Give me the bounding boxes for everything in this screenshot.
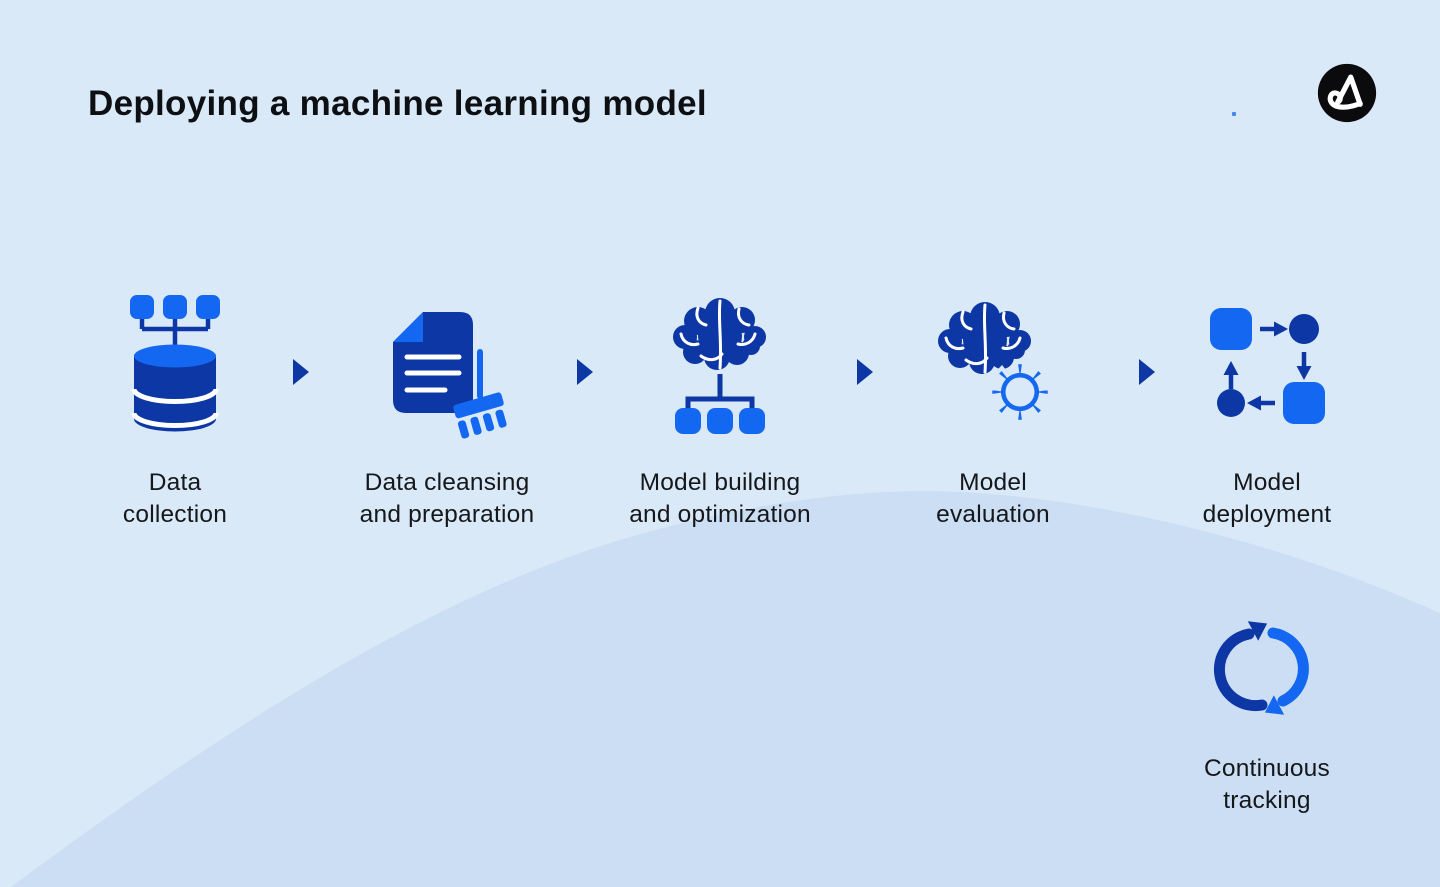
label-line: deployment <box>1202 501 1332 528</box>
label-line: and preparation <box>359 501 535 528</box>
database-icon <box>130 295 220 432</box>
flow-arrow-icon <box>293 359 309 385</box>
stage-label-continuous-tracking: Continuous tracking <box>1127 753 1407 817</box>
label-line: Data <box>148 469 202 496</box>
label-line: Continuous <box>1204 755 1330 782</box>
label-line: and optimization <box>629 501 811 528</box>
label-line: evaluation <box>936 501 1050 528</box>
brand-logo <box>1316 62 1378 124</box>
gear-icon <box>988 360 1052 424</box>
stage-label-data-collection: Data collection <box>35 467 315 531</box>
label-line: Model <box>1233 469 1301 496</box>
astera-logo-icon <box>1317 63 1377 123</box>
brain-network-icon <box>673 298 766 434</box>
document-cleaning-icon <box>393 312 507 439</box>
label-line: tracking <box>1223 787 1311 814</box>
sync-arrows-icon <box>1213 621 1309 715</box>
flow-arrow-icon <box>577 359 593 385</box>
stage-label-model-deployment: Model deployment <box>1127 467 1407 531</box>
label-line: Model building <box>639 469 801 496</box>
broom-icon <box>453 392 507 439</box>
flow-arrow-icon <box>1139 359 1155 385</box>
stray-dot <box>1232 112 1236 116</box>
stage-label-model-building: Model building and optimization <box>580 467 860 531</box>
stage-label-model-evaluation: Model evaluation <box>853 467 1133 531</box>
brain-gear-icon <box>938 302 1052 424</box>
flow-arrow-icon <box>857 359 873 385</box>
stage-label-data-cleansing: Data cleansing and preparation <box>307 467 587 531</box>
label-line: Data cleansing <box>364 469 530 496</box>
page-title: Deploying a machine learning model <box>88 84 707 123</box>
deployment-cycle-icon <box>1210 308 1325 424</box>
label-line: Model <box>959 469 1027 496</box>
label-line: collection <box>122 501 228 528</box>
